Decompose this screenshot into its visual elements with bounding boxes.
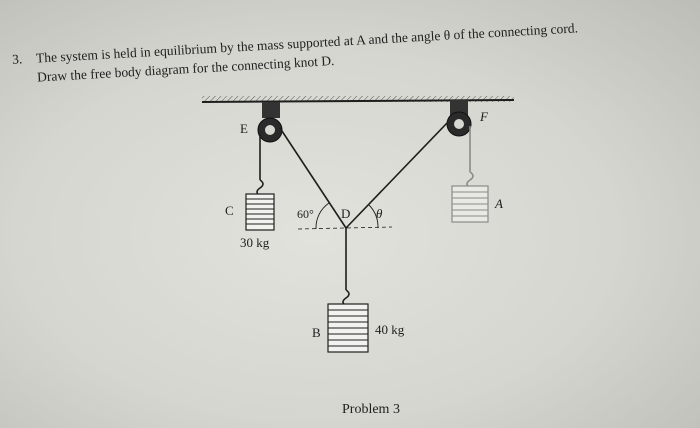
mass-b-stripes: [328, 309, 368, 347]
label-a: A: [494, 196, 503, 211]
cord-e-to-d: [279, 127, 347, 229]
reference-line-d: [297, 226, 393, 230]
ceiling-hatch: [202, 96, 514, 102]
pulley-e-hub: [265, 125, 275, 135]
pulley-f-bracket: [450, 100, 468, 116]
mass-a-stripes: [452, 191, 488, 217]
label-theta: θ: [376, 206, 383, 221]
angle-arc-theta: [368, 204, 379, 229]
pulley-f-hub: [454, 119, 464, 129]
label-f: F: [479, 109, 489, 124]
cord-f-to-d: [345, 121, 449, 229]
label-d: D: [341, 206, 350, 221]
figure-caption: Problem 3: [342, 402, 400, 417]
label-mass-c: 30 kg: [240, 235, 270, 250]
mass-c-stripes: [246, 198, 274, 225]
label-b: B: [312, 325, 321, 340]
label-e: E: [240, 121, 248, 136]
angle-arc-60: [315, 202, 330, 230]
pulley-e-bracket: [262, 102, 280, 118]
label-mass-b: 40 kg: [375, 322, 405, 337]
label-c: C: [225, 203, 234, 218]
label-angle-60: 60°: [297, 207, 314, 221]
